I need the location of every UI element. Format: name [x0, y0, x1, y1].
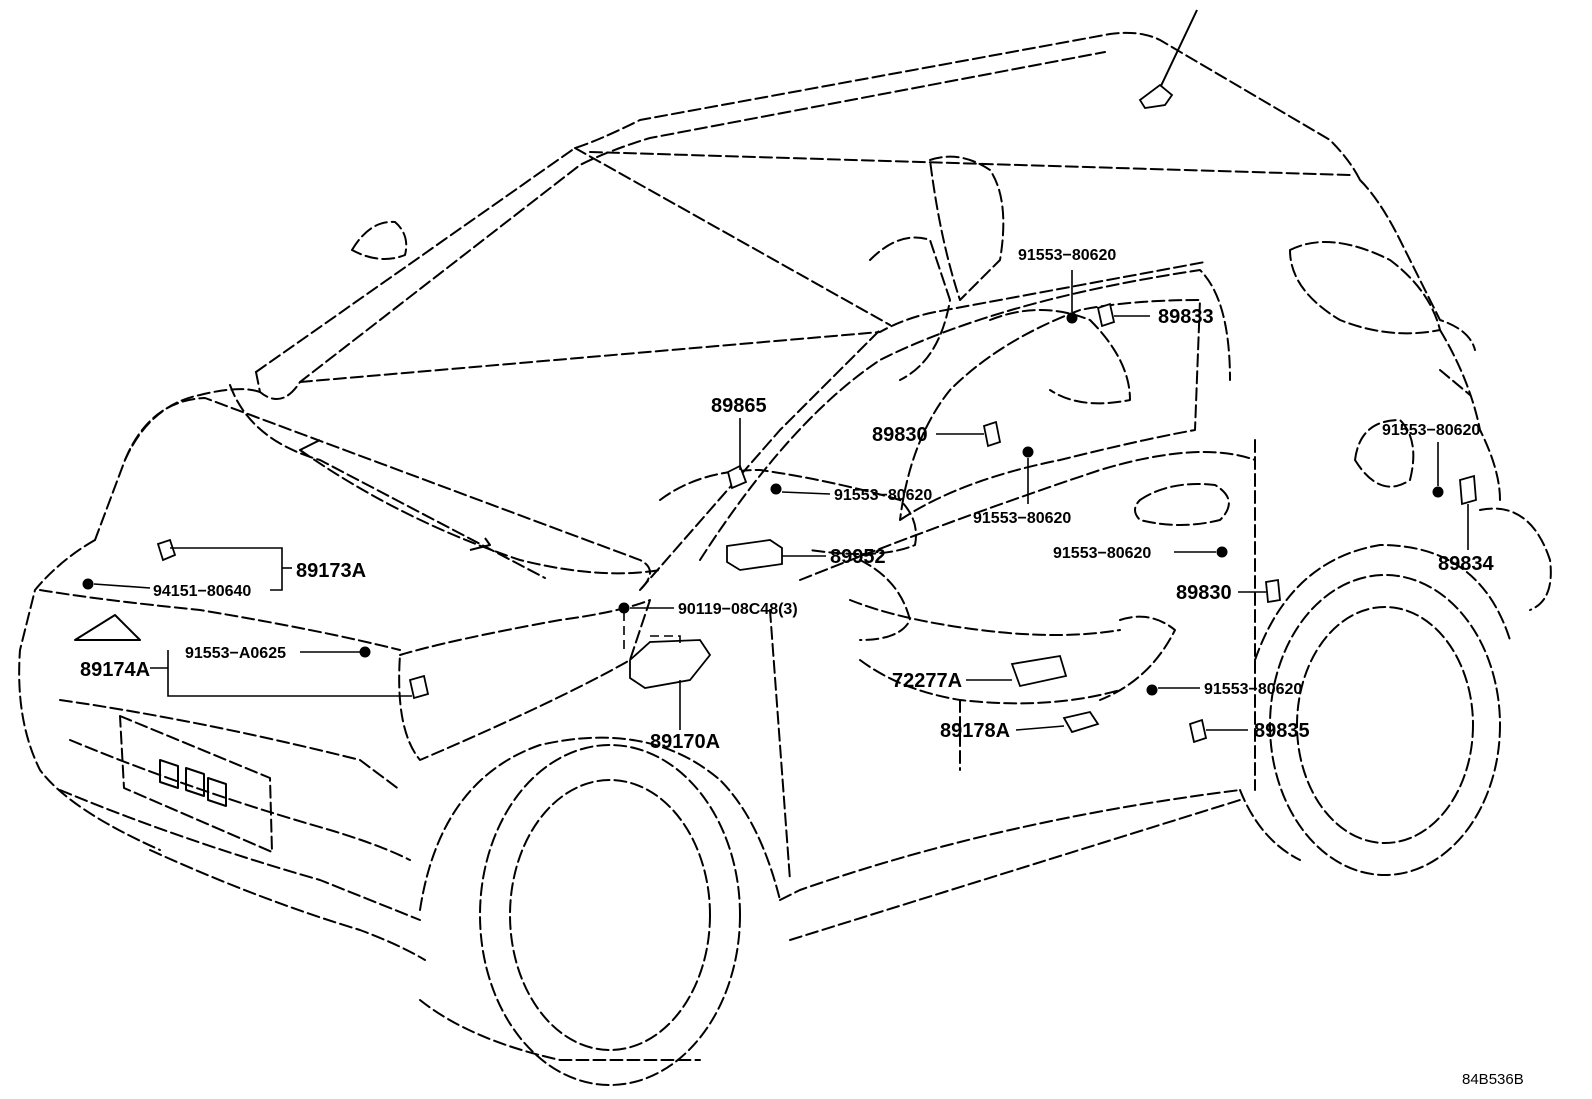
bolt-91553-80620-a: [770, 483, 782, 495]
sensor-89835: [1188, 718, 1208, 744]
label-89830-b: 89830: [1176, 582, 1232, 604]
sensor-89830-a: [982, 420, 1002, 448]
label-91553-A0625: 91553−A0625: [185, 645, 286, 662]
airbag-sensor-89170A: [629, 639, 712, 689]
front-sensor-89173A: [156, 538, 177, 562]
label-89952: 89952: [830, 546, 886, 568]
bolt-91553-80620-right: [1432, 486, 1444, 498]
label-89173A: 89173A: [296, 560, 366, 582]
sensor-89834: [1459, 474, 1477, 506]
label-89174A: 89174A: [80, 659, 150, 681]
figure-code: 84B536B: [1462, 1071, 1524, 1088]
sensor-89833: [1096, 302, 1116, 328]
label-89865: 89865: [711, 395, 767, 417]
label-91553-80620-c: 91553−80620: [1053, 545, 1151, 562]
sensor-89178A: [1062, 710, 1100, 734]
label-91553-80620-top: 91553−80620: [1018, 247, 1116, 264]
part-labels: 89173A 94151−80640 89174A 91553−A0625 89…: [80, 247, 1524, 1088]
label-89178A: 89178A: [940, 720, 1010, 742]
bolt-91553-80620-top: [1066, 312, 1078, 324]
label-89834: 89834: [1438, 553, 1494, 575]
front-sensor-89174A: [408, 674, 430, 700]
sensor-89830-b: [1265, 578, 1281, 604]
leader-lines: [93, 270, 1469, 731]
label-89833: 89833: [1158, 306, 1214, 328]
sensor-89865: [726, 464, 748, 490]
label-91553-80620-a: 91553−80620: [834, 487, 932, 504]
label-89835: 89835: [1254, 720, 1310, 742]
label-72277A: 72277A: [892, 670, 962, 692]
seat-adjuster-72277A: [1010, 654, 1068, 688]
parts: [82, 302, 1477, 744]
bolt-91553-A0625: [359, 646, 371, 658]
label-90119-08C48: 90119−08C48(3): [678, 601, 798, 618]
label-94151-80640: 94151−80640: [153, 583, 251, 600]
car-body-outline: [18, 9, 1552, 1086]
bolt-91553-80620-c: [1216, 546, 1228, 558]
bolt-90119-08C48: [618, 602, 630, 614]
label-89830-a: 89830: [872, 424, 928, 446]
label-91553-80620-right: 91553−80620: [1382, 422, 1480, 439]
bolt-94151-80640: [82, 578, 94, 590]
label-91553-80620-d: 91553−80620: [1204, 681, 1302, 698]
bolt-91553-80620-d: [1146, 684, 1158, 696]
label-89170A: 89170A: [650, 731, 720, 753]
ecu-89952: [726, 539, 783, 571]
label-91553-80620-b: 91553−80620: [973, 510, 1071, 527]
bolt-91553-80620-b: [1022, 446, 1034, 458]
